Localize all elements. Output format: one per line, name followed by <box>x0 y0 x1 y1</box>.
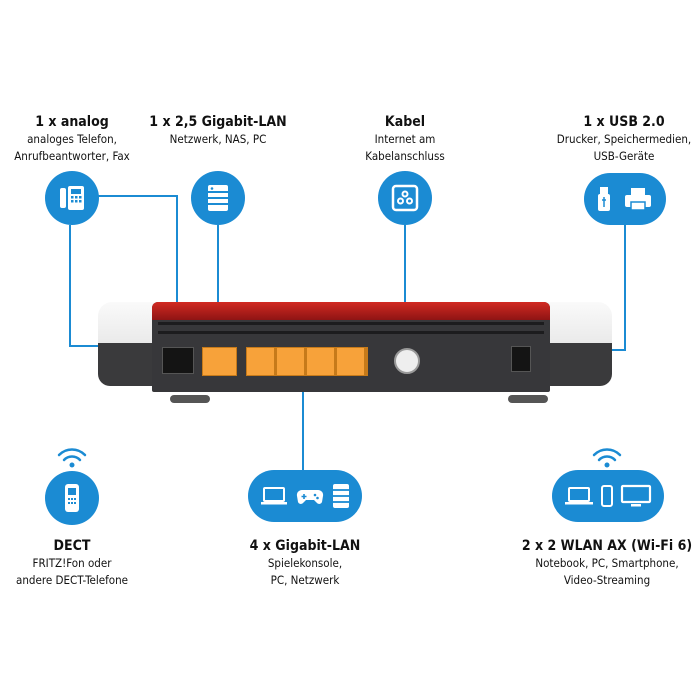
feature-title: 1 x USB 2.0 <box>583 114 665 130</box>
feature-desc: Internet am <box>374 132 436 146</box>
usb-printer-icon <box>584 173 666 225</box>
feature-desc: FRITZ!Fon oder <box>32 556 112 570</box>
feature-desc: PC, Netzwerk <box>270 573 340 587</box>
lan-ports <box>246 347 368 376</box>
feature-dect: DECT FRITZ!Fon oder andere DECT-Telefone <box>16 537 128 589</box>
dect-phone-icon <box>45 471 99 525</box>
feature-desc: Drucker, Speichermedien, <box>556 132 692 146</box>
feature-desc: analoges Telefon, <box>27 132 117 146</box>
feature-desc: Kabelanschluss <box>365 149 445 163</box>
feature-title: 2 x 2 WLAN AX (Wi-Fi 6) <box>521 538 693 554</box>
laptop-phone-monitor-icon <box>552 470 664 522</box>
phone-icon <box>45 171 99 225</box>
feature-desc: Anrufbeantworter, Fax <box>14 149 130 163</box>
feature-desc: Notebook, PC, Smartphone, <box>535 556 679 570</box>
server-icon <box>191 171 245 225</box>
feature-desc: USB-Geräte <box>593 149 655 163</box>
feature-title: 4 x Gigabit-LAN <box>249 538 361 554</box>
feature-analog: 1 x analog analoges Telefon, Anrufbeantw… <box>14 113 130 165</box>
feature-kabel: Kabel Internet am Kabelanschluss <box>365 113 444 165</box>
feature-2-5g-lan: 1 x 2,5 Gigabit-LAN Netzwerk, NAS, PC <box>149 113 286 148</box>
wifi-icon <box>592 448 622 468</box>
feature-title: DECT <box>53 538 91 554</box>
feature-title: 1 x analog <box>35 114 109 130</box>
feature-title: Kabel <box>384 114 426 130</box>
feature-desc: Spielekonsole, <box>267 556 343 570</box>
lan-2-5g-port <box>202 347 237 376</box>
cable-socket-icon <box>378 171 432 225</box>
power-port <box>511 346 531 372</box>
feature-usb: 1 x USB 2.0 Drucker, Speichermedien, USB… <box>557 113 691 165</box>
feature-wlan: 2 x 2 WLAN AX (Wi-Fi 6) Notebook, PC, Sm… <box>522 537 692 589</box>
laptop-gamepad-server-icon <box>248 470 362 522</box>
fon-port <box>162 347 194 374</box>
wifi-icon <box>57 448 87 468</box>
feature-title: 1 x 2,5 Gigabit-LAN <box>149 114 287 130</box>
cable-port <box>394 348 420 374</box>
feature-desc: Video-Streaming <box>563 573 651 587</box>
feature-desc: andere DECT-Telefone <box>15 573 129 587</box>
feature-gigabit-lan: 4 x Gigabit-LAN Spielekonsole, PC, Netzw… <box>250 537 361 589</box>
feature-desc: Netzwerk, NAS, PC <box>169 132 267 146</box>
